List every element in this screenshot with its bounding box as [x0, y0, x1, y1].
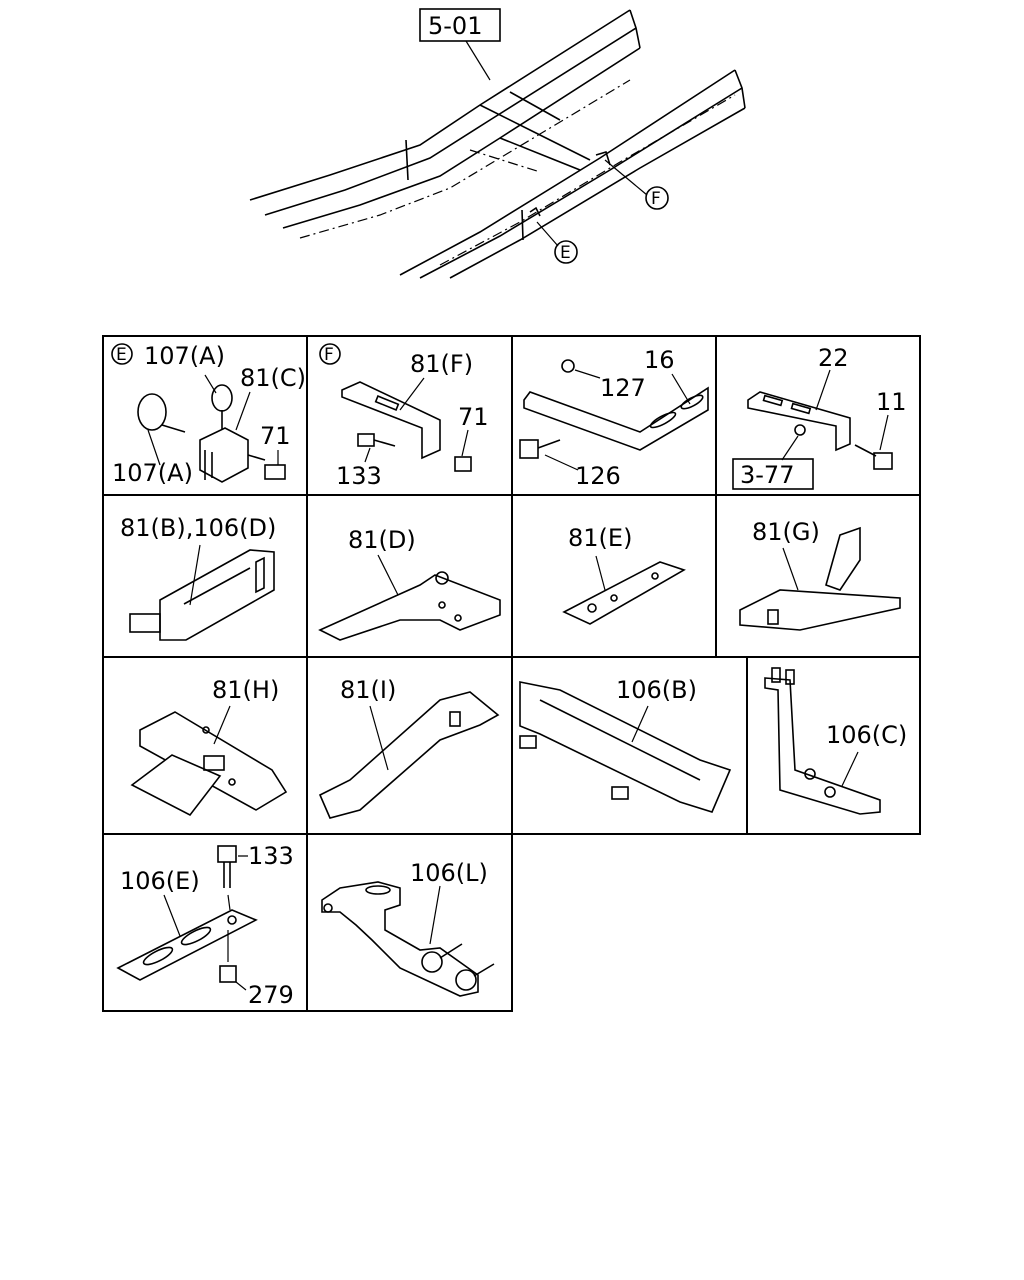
label-127: 127: [600, 374, 646, 402]
cell-e-callout-marker: [111, 343, 133, 365]
label-106c: 106(C): [826, 721, 907, 749]
label-106l: 106(L): [410, 859, 488, 887]
label-81b-106d: 81(B),106(D): [120, 514, 276, 542]
label-11: 11: [876, 388, 907, 416]
frame-reference-box[interactable]: [419, 8, 501, 42]
label-81d: 81(D): [348, 526, 416, 554]
label-81i: 81(I): [340, 676, 396, 704]
cell-106c: 106(C): [764, 667, 907, 815]
label-133-f: 133: [336, 462, 382, 490]
label-81f: 81(F): [410, 350, 473, 378]
label-133-e: 133: [248, 842, 294, 870]
frame-reference-label: 5-01: [428, 12, 482, 40]
cell-e: E 107(A) 81(C) 71 107(A): [111, 342, 306, 487]
label-22: 22: [818, 344, 849, 372]
label-106e: 106(E): [120, 867, 200, 895]
cell-81g: 81(G): [739, 518, 901, 631]
label-279: 279: [248, 981, 294, 1009]
callout-e-marker[interactable]: [554, 240, 578, 264]
cell-81h: 81(H): [130, 676, 288, 817]
label-106b: 106(B): [616, 676, 697, 704]
label-81h: 81(H): [212, 676, 279, 704]
cell-106b: 106(B): [519, 676, 732, 813]
label-107a-top: 107(A): [144, 342, 225, 370]
cell-106l: 106(L): [321, 859, 495, 997]
label-16: 16: [644, 346, 675, 374]
label-81g: 81(G): [752, 518, 820, 546]
cell-81d: 81(D): [318, 526, 501, 641]
reference-label-3-77: 3-77: [740, 461, 794, 489]
cell-f-callout-letter: F: [324, 345, 334, 365]
cell-81b-106d: 81(B),106(D): [120, 514, 276, 641]
cell-81i: 81(I): [318, 676, 500, 819]
label-81c: 81(C): [240, 364, 306, 392]
cell-e-callout-letter: E: [116, 345, 127, 365]
frame-overview: 5-01 F E: [249, 8, 746, 279]
label-71-e: 71: [260, 422, 291, 450]
label-126: 126: [575, 462, 621, 490]
parts-grid: [102, 335, 921, 1012]
cell-81e: 81(E): [562, 524, 686, 625]
label-107a-bottom: 107(A): [112, 459, 193, 487]
label-71-f: 71: [458, 403, 489, 431]
label-81e: 81(E): [568, 524, 632, 552]
cell-16: 127 16 126: [519, 346, 709, 490]
callout-f-marker[interactable]: [645, 186, 669, 210]
callout-e-letter: E: [560, 243, 571, 263]
cell-22: 22 11 3-77: [732, 344, 907, 490]
cell-f: F 81(F) 71 133: [319, 343, 489, 490]
reference-box-3-77[interactable]: [732, 458, 814, 490]
cell-f-callout-marker: [319, 343, 341, 365]
cell-106e: 133 106(E) 279: [116, 842, 294, 1009]
callout-f-letter: F: [651, 189, 661, 209]
